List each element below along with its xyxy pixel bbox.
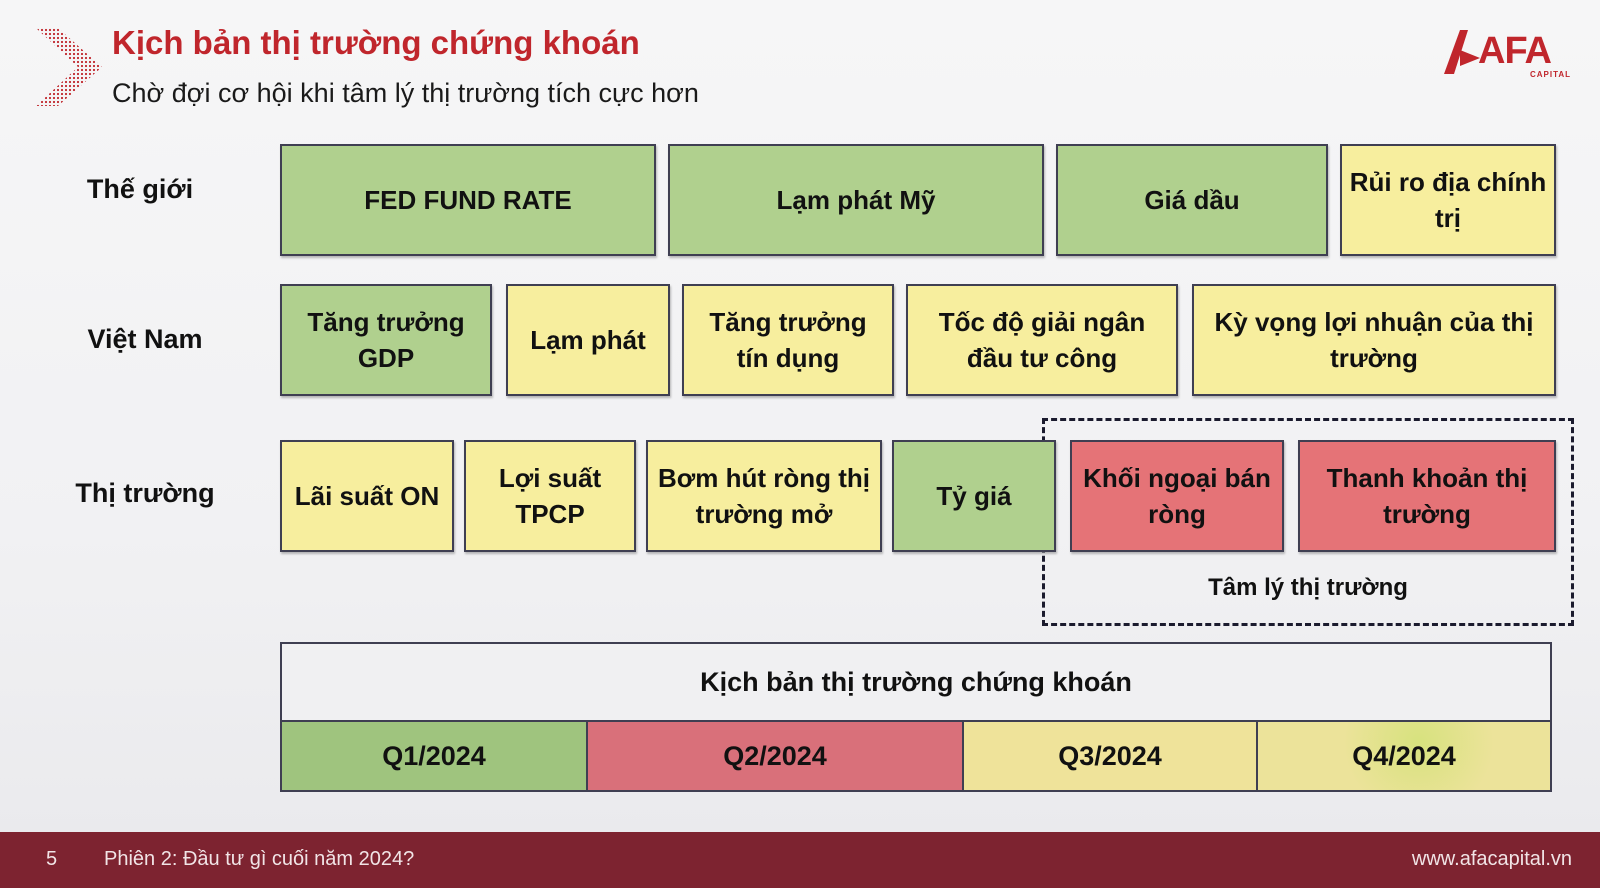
scenario-title: Kịch bản thị trường chứng khoán [280,642,1552,722]
row-label-world: Thế giới [86,174,194,204]
factor-box: Khối ngoại bán ròng [1070,440,1284,552]
factor-box: Kỳ vọng lợi nhuận của thị trường [1192,284,1556,396]
website-link[interactable]: www.afacapital.vn [1411,848,1572,870]
factor-box: Tốc độ giải ngân đầu tư công [906,284,1178,396]
factor-box: Bơm hút ròng thị trường mở [646,440,882,552]
page-subtitle: Chờ đợi cơ hội khi tâm lý thị trường tíc… [112,78,699,108]
page-title: Kịch bản thị trường chứng khoán [112,24,640,61]
session-title: Phiên 2: Đầu tư gì cuối năm 2024? [104,848,415,870]
factor-box: Lạm phát Mỹ [668,144,1044,256]
logo-text: AFA [1478,30,1552,72]
factor-box: Lãi suất ON [280,440,454,552]
afa-capital-logo: AFA CAPITAL [1440,28,1570,80]
factor-box: Tỷ giá [892,440,1056,552]
factor-box: Tăng trưởng tín dụng [682,284,894,396]
factor-box: Lợi suất TPCP [464,440,636,552]
chevron-dots-icon [36,28,102,106]
factor-box: Rủi ro địa chính trị [1340,144,1556,256]
row-label-market: Thị trường [75,478,215,508]
factor-box: FED FUND RATE [280,144,656,256]
footer-bar: 5 Phiên 2: Đầu tư gì cuối năm 2024? www.… [0,832,1600,888]
factor-box: Tăng trưởng GDP [280,284,492,396]
logo-mark-icon [1444,30,1480,74]
market-sentiment-label: Tâm lý thị trường [1208,574,1408,601]
factor-box: Lạm phát [506,284,670,396]
factor-box: Giá dầu [1056,144,1328,256]
factor-box: Thanh khoản thị trường [1298,440,1556,552]
quarter-cell-q3: Q3/2024 [962,720,1258,792]
quarter-cell-q4: Q4/2024 [1256,720,1552,792]
logo-subtext: CAPITAL [1530,70,1572,79]
row-label-vietnam: Việt Nam [87,324,203,354]
quarter-cell-q1: Q1/2024 [280,720,588,792]
quarter-cell-q2: Q2/2024 [586,720,964,792]
page-number: 5 [46,848,58,870]
